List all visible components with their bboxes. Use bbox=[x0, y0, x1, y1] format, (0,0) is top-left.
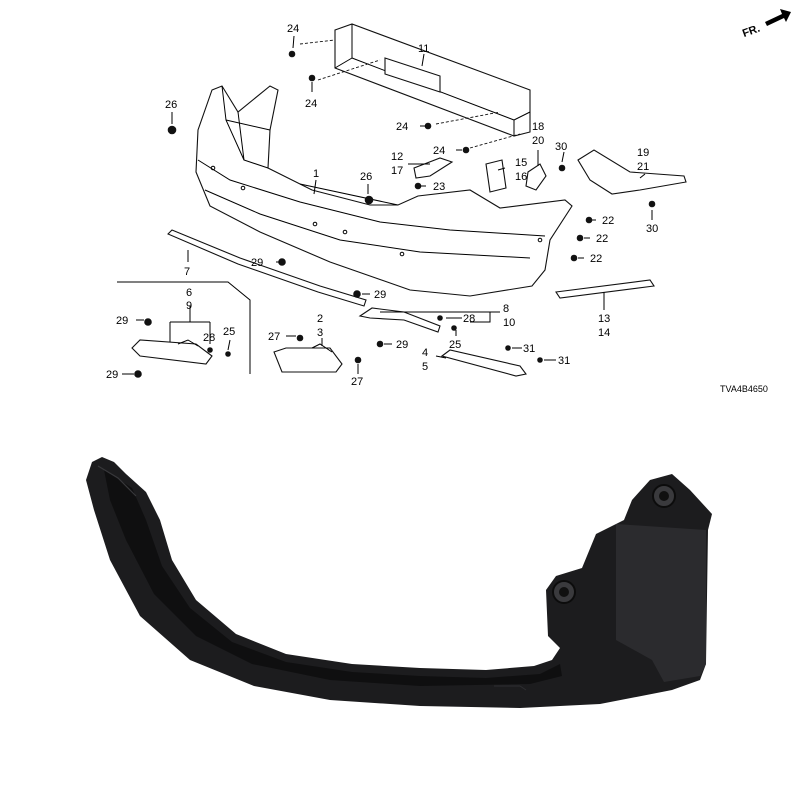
front-direction-arrow-icon bbox=[765, 9, 791, 26]
molding-edge-shadow bbox=[104, 470, 562, 686]
callout-15: 15 bbox=[515, 157, 527, 169]
callout-27-left: 27 bbox=[268, 331, 280, 343]
callout-22-mid: 22 bbox=[596, 233, 608, 245]
callout-31-top: 31 bbox=[523, 343, 535, 355]
callout-7: 7 bbox=[184, 266, 190, 278]
callout-28-right: 28 bbox=[463, 313, 475, 325]
lower-garnish-strip bbox=[167, 229, 367, 307]
callout-numbers: 24 24 11 24 24 26 26 1 12 17 23 15 16 18… bbox=[106, 23, 768, 394]
rear-bumper-face bbox=[195, 85, 573, 297]
left-inset-frame bbox=[117, 281, 251, 374]
callout-23: 23 bbox=[433, 181, 445, 193]
callout-24-mid: 24 bbox=[396, 121, 408, 133]
front-direction-label: FR. bbox=[741, 23, 762, 40]
callout-11: 11 bbox=[418, 43, 429, 55]
callout-9: 9 bbox=[186, 300, 192, 312]
callout-4: 4 bbox=[422, 347, 428, 359]
callout-14: 14 bbox=[598, 327, 610, 339]
callout-21: 21 bbox=[637, 161, 649, 173]
callout-24-right: 24 bbox=[433, 145, 445, 157]
callout-20: 20 bbox=[532, 135, 544, 147]
callout-17: 17 bbox=[391, 165, 403, 177]
callout-26-center: 26 bbox=[360, 171, 372, 183]
callout-28-left: 28 bbox=[203, 332, 215, 344]
callout-3: 3 bbox=[317, 327, 323, 339]
callout-6: 6 bbox=[186, 287, 192, 299]
callout-27-bottom: 27 bbox=[351, 376, 363, 388]
front-direction-indicator: FR. bbox=[741, 9, 791, 40]
diagram-code: TVA4B4650 bbox=[720, 384, 768, 394]
callout-29-right: 29 bbox=[396, 339, 408, 351]
molding-side-face bbox=[616, 524, 706, 682]
callout-31-bottom: 31 bbox=[558, 355, 570, 367]
leader-lines bbox=[122, 35, 653, 375]
left-reflector-assembly bbox=[131, 339, 213, 365]
callout-12: 12 bbox=[391, 151, 403, 163]
callout-24-top: 24 bbox=[287, 23, 299, 35]
callout-29-bottom-left: 29 bbox=[106, 369, 118, 381]
license-light-lens bbox=[273, 347, 343, 373]
side-molding bbox=[440, 349, 527, 377]
callout-26-left: 26 bbox=[165, 99, 177, 111]
fastener-hardware bbox=[134, 50, 656, 378]
callout-1: 1 bbox=[313, 168, 319, 180]
upper-bracket-left bbox=[413, 157, 454, 179]
callout-8: 8 bbox=[503, 303, 509, 315]
bumper-reinforcement-beam bbox=[299, 23, 531, 149]
callout-25-right: 25 bbox=[449, 339, 461, 351]
side-spacer-bracket bbox=[577, 149, 687, 195]
callout-5: 5 bbox=[422, 361, 428, 373]
callout-29-center: 29 bbox=[374, 289, 386, 301]
lower-bracket bbox=[358, 307, 441, 333]
callout-30-bottom: 30 bbox=[646, 223, 658, 235]
callout-19: 19 bbox=[637, 147, 649, 159]
callout-13: 13 bbox=[598, 313, 610, 325]
callout-10: 10 bbox=[503, 317, 515, 329]
callout-16: 16 bbox=[515, 171, 527, 183]
callout-30-top: 30 bbox=[555, 141, 567, 153]
callout-22-bottom: 22 bbox=[590, 253, 602, 265]
callout-29-left: 29 bbox=[116, 315, 128, 327]
callout-25-left: 25 bbox=[223, 326, 235, 338]
side-reflector-strip bbox=[555, 279, 655, 299]
molding-body bbox=[86, 457, 712, 708]
retainer-center bbox=[485, 159, 507, 193]
callout-24-left: 24 bbox=[305, 98, 317, 110]
callout-29-upper: 29 bbox=[251, 257, 263, 269]
callout-22-top: 22 bbox=[602, 215, 614, 227]
bumper-molding-photo bbox=[86, 457, 712, 708]
callout-18: 18 bbox=[532, 121, 544, 133]
upper-bracket-right bbox=[525, 163, 547, 191]
callout-2: 2 bbox=[317, 313, 323, 325]
